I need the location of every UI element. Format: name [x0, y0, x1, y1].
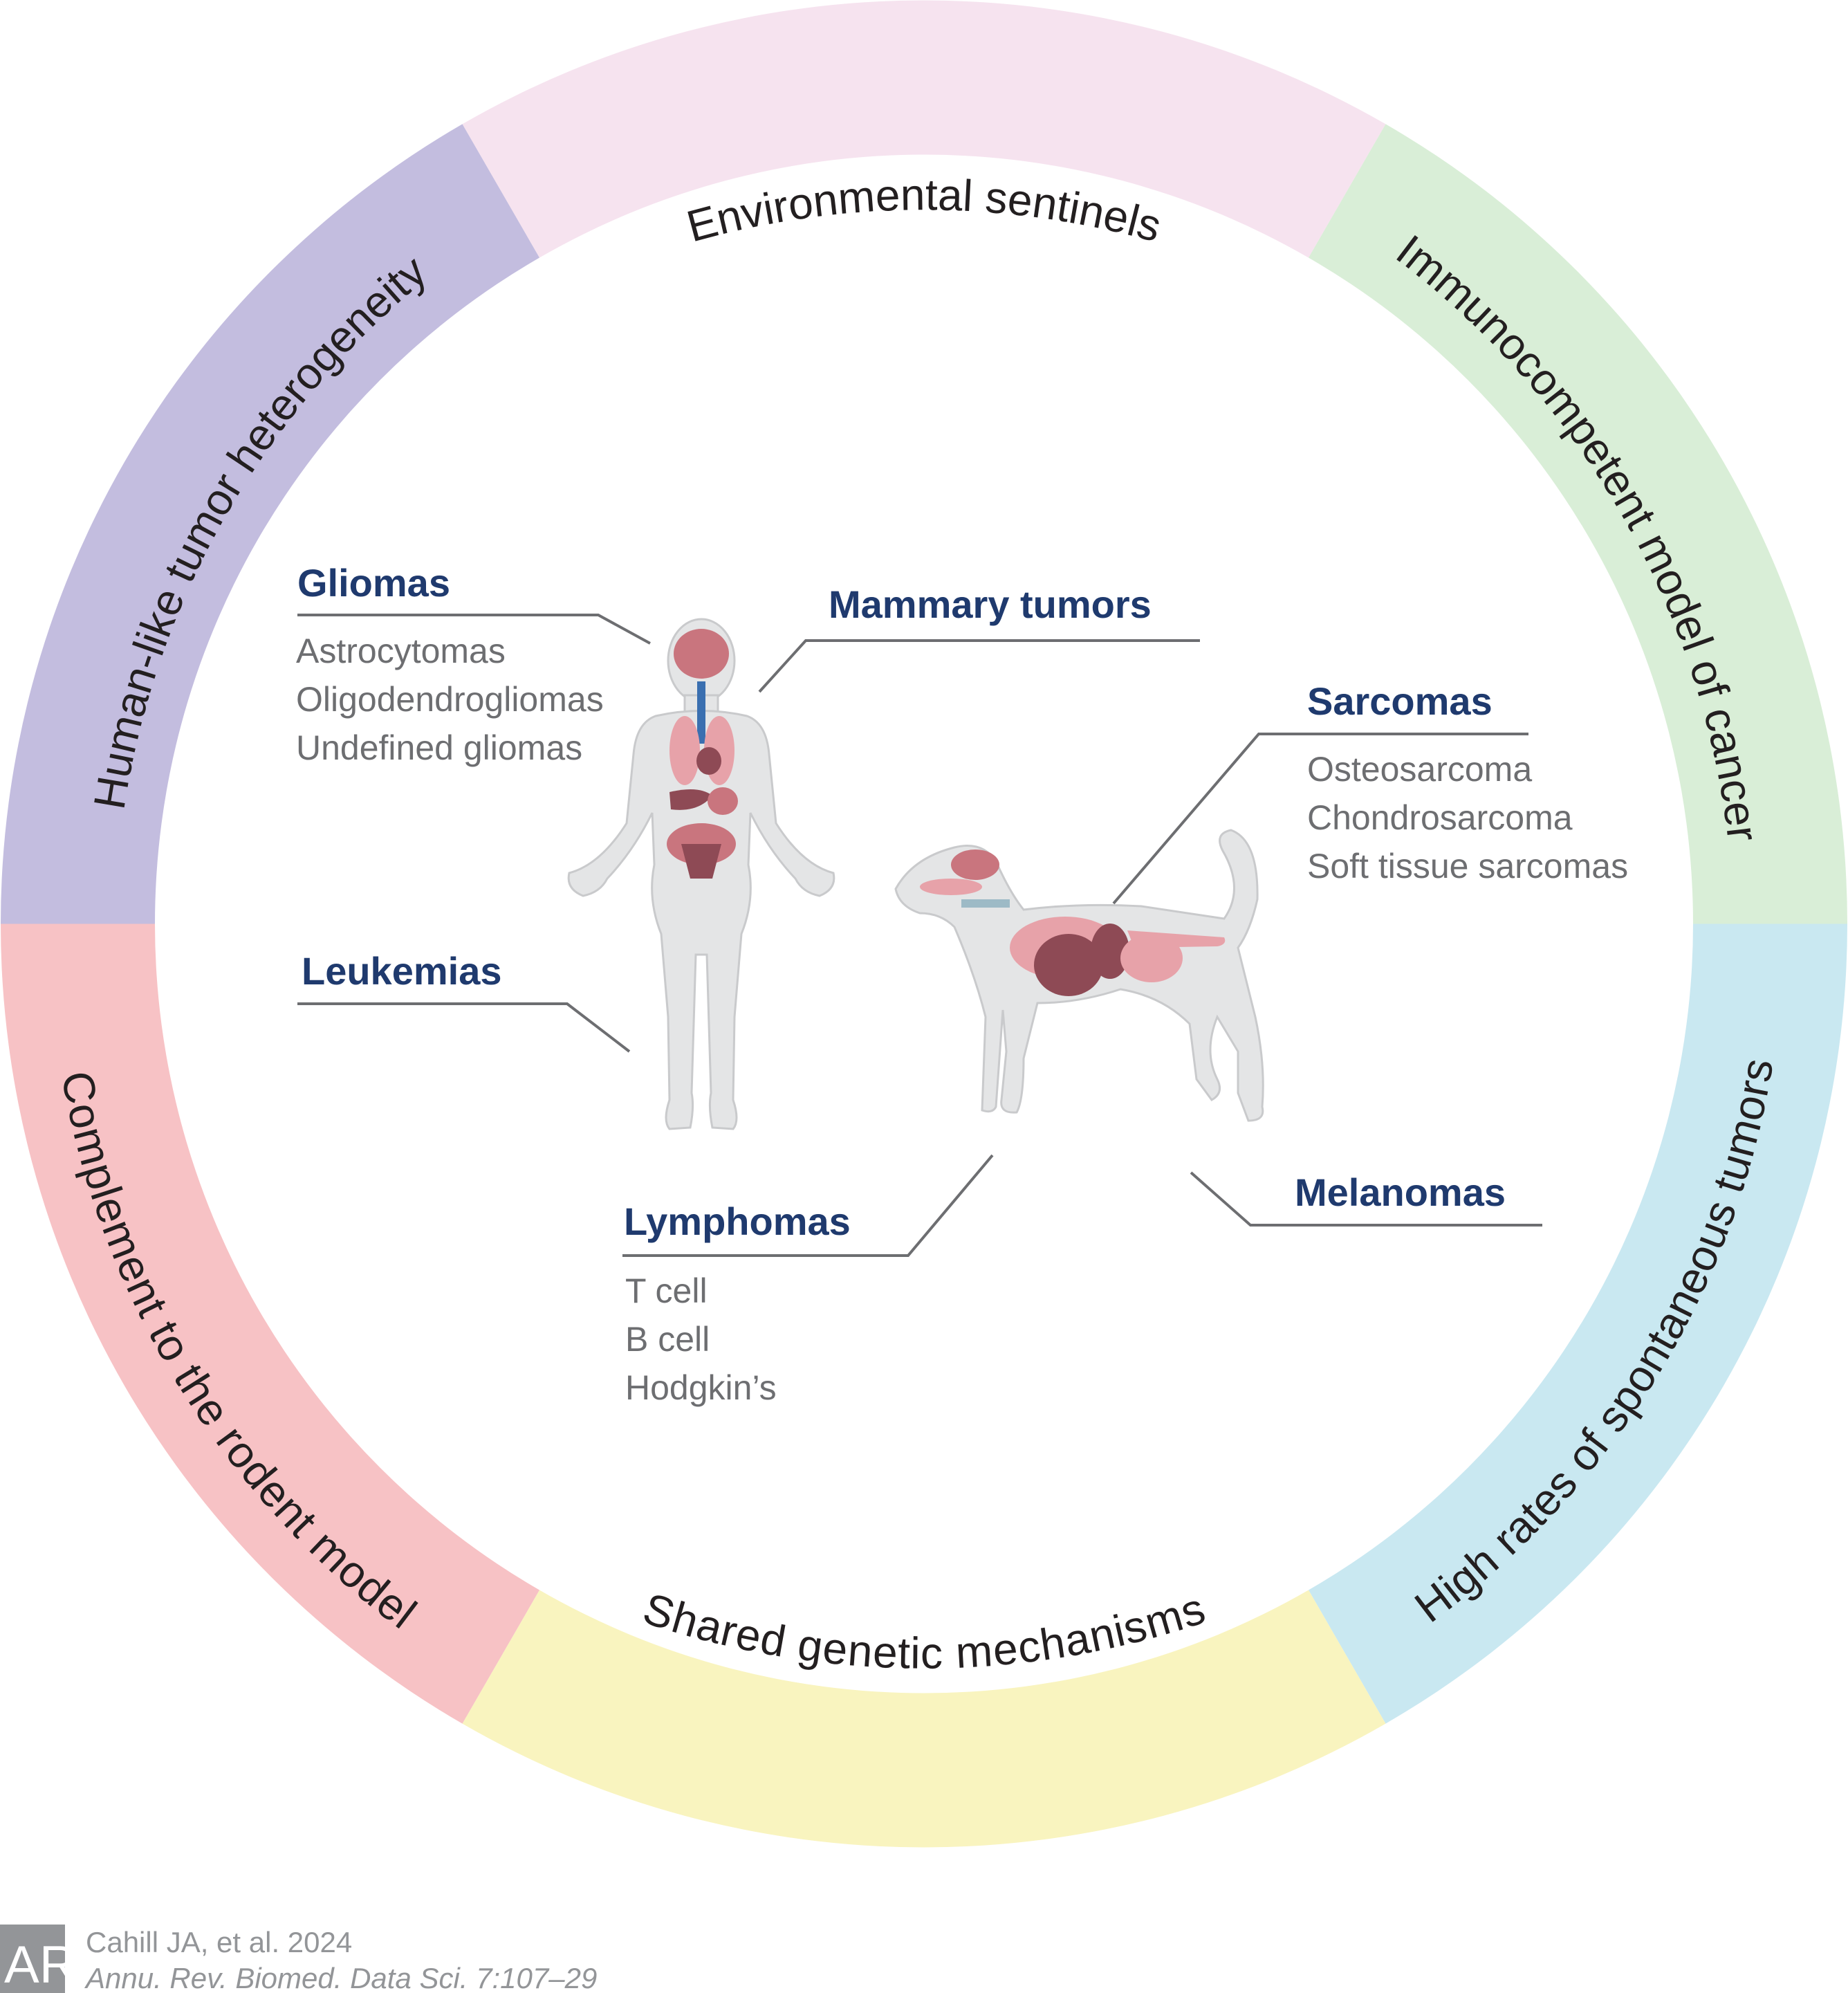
footer-citation: Cahill JA, et al. 2024: [86, 1926, 352, 1958]
ring-segment-spontaneous: [1309, 924, 1847, 1724]
gliomas-item: Oligodendrogliomas: [296, 680, 604, 719]
leader-leukemias: [297, 1002, 631, 1053]
ring-label-environmental: Environmental sentinels: [682, 169, 1167, 251]
ring-segment-immunocompetent: [1309, 124, 1847, 924]
label-leukemias: Leukemias: [302, 949, 502, 993]
sarcomas-item: Chondrosarcoma: [1307, 798, 1573, 837]
melanomas-title: Melanomas: [1295, 1170, 1506, 1214]
ring-label-genetic: Shared genetic mechanisms: [638, 1583, 1211, 1678]
leader-sarcomas: [1112, 733, 1528, 905]
leader-gliomas: [297, 614, 651, 645]
lymphomas-item: B cell: [625, 1320, 710, 1359]
footer-journal: Annu. Rev. Biomed. Data Sci. 7:107–29: [84, 1962, 597, 1993]
lymphomas-title: Lymphomas: [624, 1200, 851, 1243]
lymphomas-item: T cell: [625, 1271, 708, 1310]
ring-segment-environmental: [462, 0, 1386, 258]
gliomas-title: Gliomas: [297, 561, 450, 605]
ar-logo-text: AR: [4, 1936, 77, 1993]
dog-brain-icon: [951, 849, 999, 880]
label-sarcomas: Sarcomas Osteosarcoma Chondrosarcoma Sof…: [1307, 679, 1628, 885]
sarcomas-title: Sarcomas: [1307, 679, 1493, 723]
leader-lymphomas: [622, 1154, 994, 1257]
brain-icon: [674, 629, 729, 679]
gliomas-item: Undefined gliomas: [296, 728, 582, 767]
leukemias-title: Leukemias: [302, 949, 502, 993]
sarcomas-item: Soft tissue sarcomas: [1307, 847, 1628, 885]
ring-segment-genetic: [462, 1590, 1386, 1848]
lymphomas-item: Hodgkin’s: [625, 1368, 777, 1407]
gliomas-item: Astrocytomas: [296, 632, 506, 670]
label-lymphomas: Lymphomas T cell B cell Hodgkin’s: [624, 1200, 851, 1407]
leader-mammary: [758, 639, 1200, 693]
label-mammary: Mammary tumors: [829, 582, 1152, 626]
human-figure: [567, 618, 835, 1130]
leader-melanomas: [1190, 1171, 1542, 1227]
sarcomas-item: Osteosarcoma: [1307, 750, 1532, 789]
label-melanomas: Melanomas: [1295, 1170, 1506, 1214]
ar-logo: [0, 1925, 65, 1993]
ring: [1, 0, 1847, 1848]
dog-figure: [894, 829, 1264, 1122]
mammary-title: Mammary tumors: [829, 582, 1152, 626]
footer: AR Cahill JA, et al. 2024 Annu. Rev. Bio…: [0, 1925, 597, 1993]
label-gliomas: Gliomas Astrocytomas Oligodendrogliomas …: [296, 561, 604, 767]
ring-segment-rodent: [1, 924, 539, 1724]
ring-segment-heterogeneity: [1, 124, 539, 924]
leader-lines: [297, 614, 1542, 1257]
